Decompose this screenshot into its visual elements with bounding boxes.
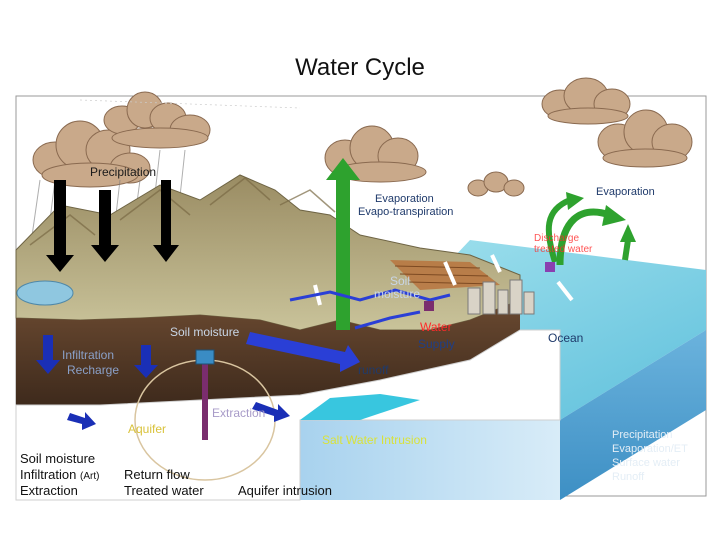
- label-aquifer: Aquifer: [128, 423, 166, 436]
- label-precipitation: Precipitation: [90, 166, 156, 179]
- label-soil-moisture-left: Soil moisture: [170, 326, 239, 339]
- well-pipe: [202, 360, 208, 440]
- label-extraction: Extraction: [212, 407, 265, 420]
- label-ocean: Ocean: [548, 332, 583, 345]
- label-soil-moisture-center: Soil: [390, 275, 410, 288]
- legend-aquifer-intrusion: Aquifer intrusion: [238, 484, 332, 498]
- legend-soil-moisture: Soil moisture: [20, 452, 95, 466]
- label-infiltration: Infiltration: [62, 349, 114, 362]
- label-salt-water-intrusion: Salt Water Intrusion: [322, 434, 427, 447]
- legend-return-flow: Return flow: [124, 468, 190, 482]
- legend-right-runoff: Runoff: [612, 472, 644, 484]
- legend-right-evaporation: Evaporation/ET: [612, 444, 688, 456]
- ocean-front-face: [300, 420, 560, 500]
- lake: [17, 281, 73, 305]
- label-water-supply-2: Supply: [418, 338, 455, 351]
- label-discharge-2: treated water: [534, 245, 592, 256]
- legend-right-surface-water: Surface water: [612, 458, 680, 470]
- legend-right-precipitation: Precipitation: [612, 430, 673, 442]
- label-evapotranspiration: Evapo-transpiration: [358, 207, 453, 219]
- label-discharge: Discharge: [534, 234, 579, 245]
- well-pump-icon: [196, 350, 214, 364]
- water-supply-marker: [424, 301, 434, 311]
- label-runoff: runoff: [358, 364, 388, 377]
- label-recharge: Recharge: [67, 364, 119, 377]
- legend-treated-water: Treated water: [124, 484, 204, 498]
- label-soil-moisture-center-2: moisture: [374, 288, 420, 301]
- legend-infiltration: Infiltration (Art): [20, 468, 99, 483]
- cloud-icon: [542, 78, 630, 124]
- discharge-marker: [545, 262, 555, 272]
- label-evaporation-ocean: Evaporation: [596, 187, 655, 199]
- legend-extraction: Extraction: [20, 484, 78, 498]
- label-evaporation-land: Evaporation: [375, 194, 434, 206]
- label-water-supply: Water: [420, 321, 452, 334]
